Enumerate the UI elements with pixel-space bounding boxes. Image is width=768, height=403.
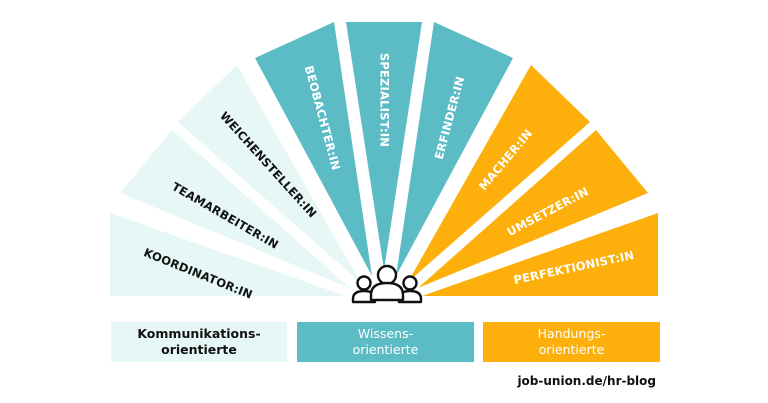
- people-group-icon: [351, 264, 423, 304]
- segment-koordinator-in: [110, 213, 346, 296]
- segment-erfinder-in: [396, 22, 513, 276]
- segment-perfektionist-in: [422, 213, 658, 296]
- legend-communication-oriented: Kommunikations- orientierte: [111, 322, 287, 362]
- segment-umsetzer-in: [418, 130, 648, 288]
- segment-spezialist-in: [346, 22, 422, 270]
- segment-beobachter-in: [255, 22, 372, 276]
- footer-blog-link[interactable]: job-union.de/hr-blog: [517, 374, 656, 388]
- legend-action-oriented: Handungs- orientierte: [483, 322, 660, 362]
- segment-macher-in: [408, 65, 590, 282]
- fan-segments: [110, 22, 658, 296]
- segment-teamarbeiter-in: [120, 130, 350, 288]
- role-label-spezialist-in: SPEZIALIST:IN: [378, 53, 392, 147]
- legend-knowledge-oriented: Wissens- orientierte: [297, 322, 474, 362]
- segment-weichensteller-in: [178, 65, 360, 282]
